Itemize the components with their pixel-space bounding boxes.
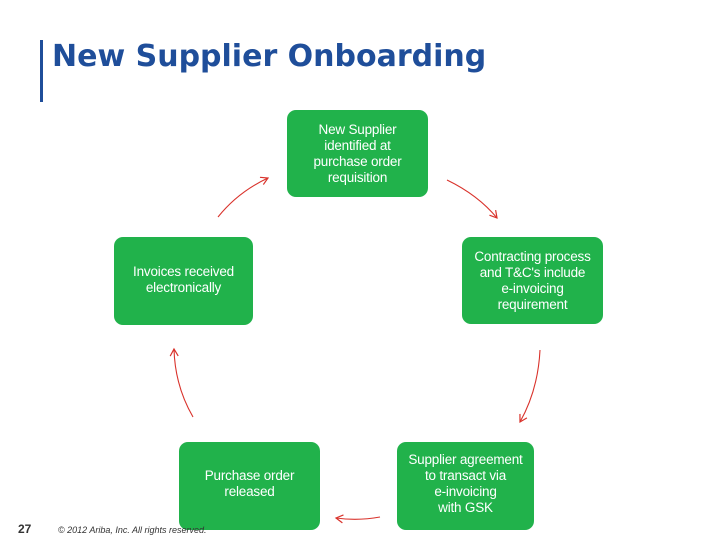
step-label: Purchase order released: [204, 468, 295, 499]
title-accent-bar: [40, 40, 43, 102]
arrow-step5-to-step1: [217, 176, 270, 218]
step-box-supplier-agreement: Supplier agreement to transact via e-inv…: [397, 442, 534, 530]
step-box-contracting-process: Contracting process and T&C's include e-…: [462, 237, 603, 324]
step-label: Contracting process and T&C's include e-…: [474, 249, 591, 312]
step-label: New Supplier identified at purchase orde…: [313, 122, 402, 185]
arrow-step1-to-step2: [446, 179, 498, 219]
step-box-purchase-order-released: Purchase order released: [179, 442, 320, 530]
arrow-step2-to-step3: [519, 349, 541, 424]
page-number: 27: [18, 522, 32, 536]
arrow-step4-to-step5: [169, 347, 194, 418]
copyright-notice: © 2012 Ariba, Inc. All rights reserved.: [58, 525, 207, 535]
step-label: Invoices received electronically: [133, 264, 234, 295]
step-label: Supplier agreement to transact via e-inv…: [408, 452, 523, 515]
step-box-invoices-received: Invoices received electronically: [114, 237, 253, 325]
arrow-step3-to-step4: [334, 514, 381, 524]
page-title: New Supplier Onboarding: [52, 39, 487, 74]
step-box-new-supplier-identified: New Supplier identified at purchase orde…: [287, 110, 428, 197]
